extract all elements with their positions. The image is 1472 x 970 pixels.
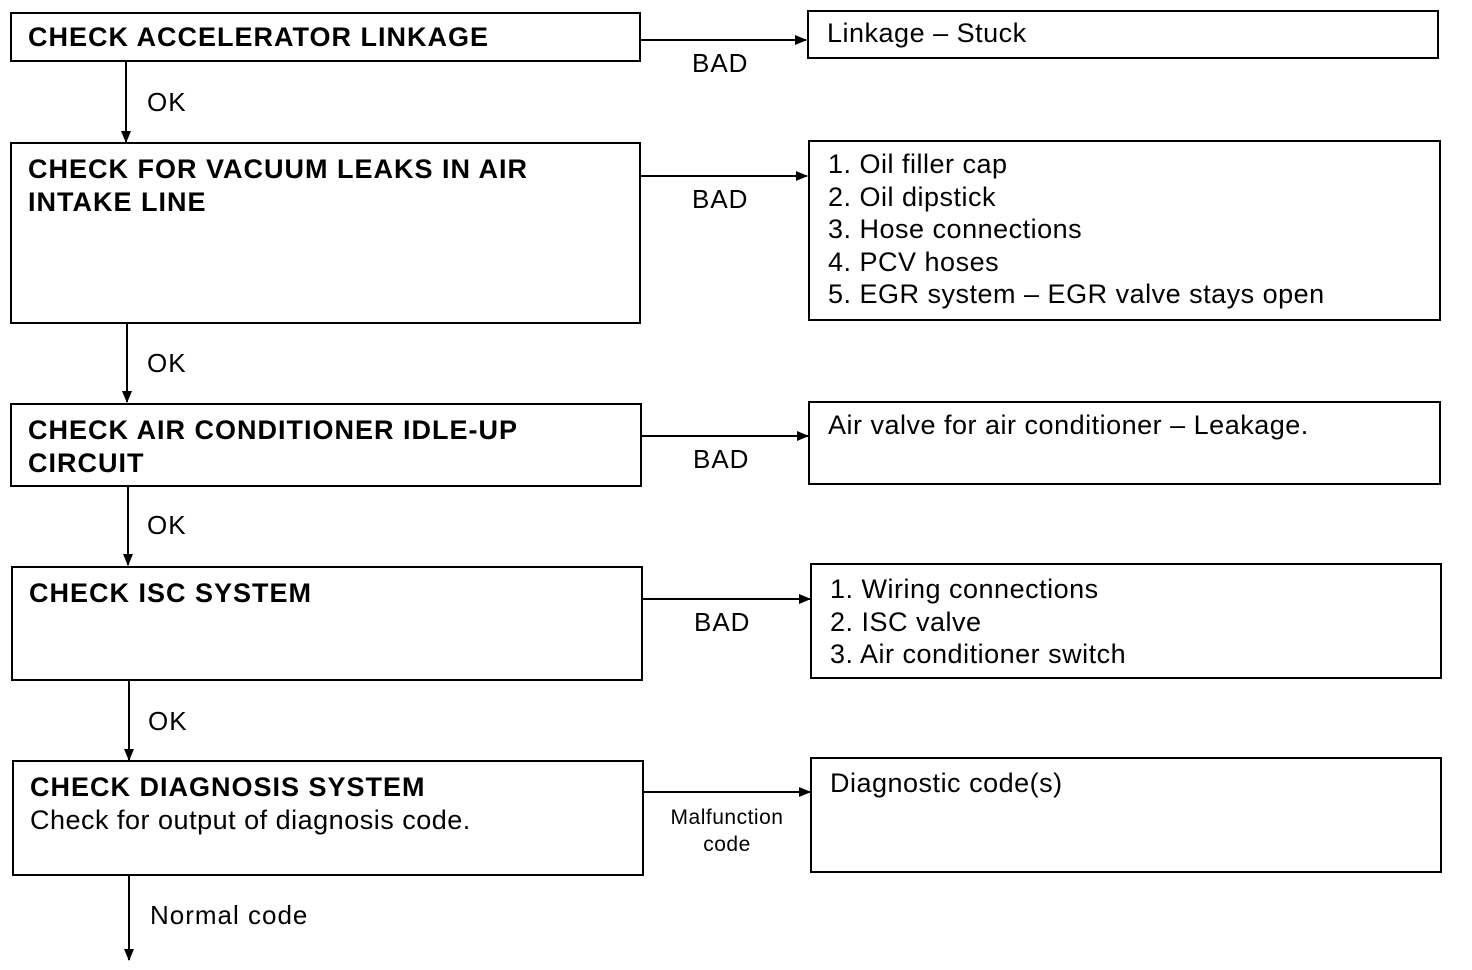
bad-label: BAD: [692, 184, 749, 214]
result-box-isc: 1. Wiring connections 2. ISC valve 3. Ai…: [810, 563, 1442, 679]
result-box-diagnostic-codes: Diagnostic code(s): [810, 757, 1442, 873]
normal-code-label: Normal code: [150, 900, 309, 930]
step-subtitle: Check for output of diagnosis code.: [30, 805, 471, 835]
ok-label: OK: [148, 706, 188, 736]
ok-label: OK: [147, 348, 187, 378]
result-line: Linkage – Stuck: [827, 18, 1027, 48]
result-line: 3. Hose connections: [828, 214, 1083, 244]
bad-label: BAD: [692, 48, 749, 78]
step-check-accelerator-linkage: CHECK ACCELERATOR LINKAGE: [10, 12, 641, 62]
result-line: 2. ISC valve: [830, 606, 982, 637]
step-title: CHECK AIR CONDITIONER IDLE-UP CIRCUIT: [28, 415, 518, 478]
result-line: 2. Oil dipstick: [828, 181, 997, 212]
bad-label: BAD: [694, 607, 751, 637]
step-title: CHECK ACCELERATOR LINKAGE: [28, 22, 490, 52]
step-check-ac-idle-up: CHECK AIR CONDITIONER IDLE-UP CIRCUIT: [10, 403, 642, 487]
bad-label: BAD: [693, 444, 750, 474]
result-box-air-valve: Air valve for air conditioner – Leakage.: [808, 401, 1441, 485]
ok-label: OK: [147, 87, 187, 117]
result-line: Air valve for air conditioner – Leakage.: [828, 410, 1309, 440]
result-box-linkage: Linkage – Stuck: [807, 10, 1439, 59]
step-title: CHECK FOR VACUUM LEAKS IN AIR INTAKE LIN…: [28, 154, 528, 217]
result-line: 1. Oil filler cap: [828, 149, 1008, 179]
result-box-vacuum-leaks: 1. Oil filler cap 2. Oil dipstick 3. Hos…: [808, 140, 1441, 321]
step-check-isc-system: CHECK ISC SYSTEM: [11, 566, 643, 681]
step-check-vacuum-leaks: CHECK FOR VACUUM LEAKS IN AIR INTAKE LIN…: [10, 142, 641, 324]
result-line: 4. PCV hoses: [828, 246, 1000, 277]
ok-label: OK: [147, 510, 187, 540]
result-line: 1. Wiring connections: [830, 574, 1099, 604]
malfunction-code-label: Malfunction code: [652, 804, 802, 858]
result-line: 5. EGR system – EGR valve stays open: [828, 279, 1325, 309]
result-line: 3. Air conditioner switch: [830, 639, 1127, 669]
step-check-diagnosis-system: CHECK DIAGNOSIS SYSTEM Check for output …: [12, 760, 644, 876]
step-title: CHECK ISC SYSTEM: [29, 578, 313, 608]
malfunction-code-text: Malfunction code: [670, 806, 784, 856]
step-title: CHECK DIAGNOSIS SYSTEM: [30, 772, 426, 802]
result-line: Diagnostic code(s): [830, 768, 1063, 798]
